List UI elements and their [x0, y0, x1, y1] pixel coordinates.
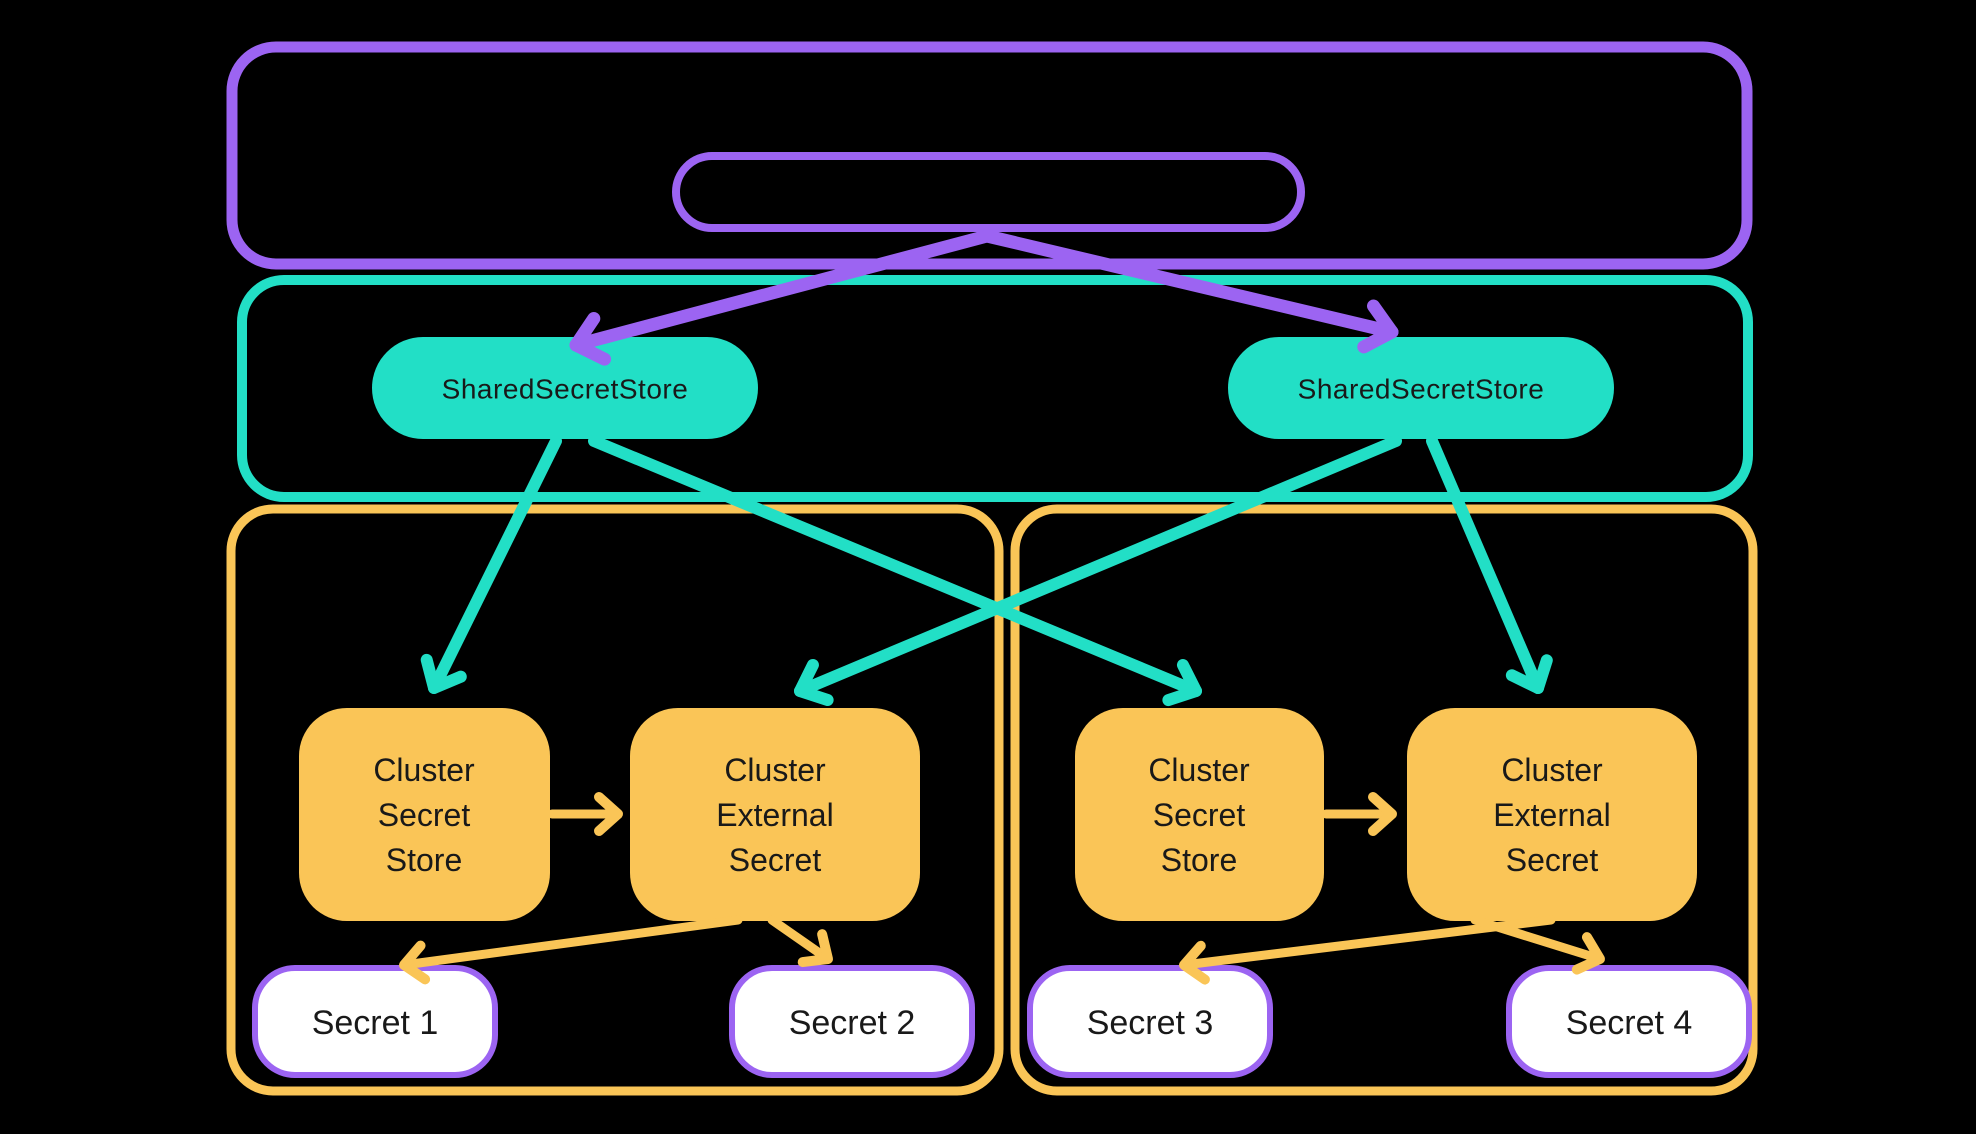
ces-right-label-line2: External [1493, 797, 1610, 833]
cluster-box-left [226, 504, 1004, 1096]
secret-pills [252, 965, 1752, 1078]
css-left-label-line2: Secret [378, 797, 471, 833]
secret-1-label: Secret 1 [312, 1004, 439, 1042]
cluster-nodes [299, 708, 1697, 921]
arrow-control-to-sss-left [569, 229, 994, 366]
control-plane-layer [226, 41, 1753, 270]
css-right-label-line1: Cluster [1148, 752, 1250, 788]
arrow-sss-left-to-css-right [588, 435, 1202, 707]
cluster-secret-store-left-box [299, 708, 550, 921]
secret-pill-4 [1506, 965, 1752, 1078]
ces-left-label-line2: External [716, 797, 833, 833]
shared-secret-store-left-label: SharedSecretStore [442, 374, 689, 405]
ces-right-label-line3: Secret [1506, 842, 1599, 878]
control-plane-box [226, 41, 1753, 270]
control-plane-pill [672, 152, 1305, 232]
arrow-sss-left-to-css-left [420, 435, 562, 694]
shared-secret-store-right-label: SharedSecretStore [1298, 374, 1545, 405]
shared-secret-store-right-pill [1228, 337, 1614, 439]
shared-secret-stores [372, 337, 1614, 439]
cluster-secret-store-right-box [1075, 708, 1324, 921]
ces-left-label-line1: Cluster [724, 752, 826, 788]
cluster-box-right [1010, 504, 1758, 1096]
css-left-label-line1: Cluster [373, 752, 475, 788]
labels: SharedSecretStore SharedSecretStore Clus… [312, 374, 1693, 1043]
cluster-containers [226, 504, 1758, 1096]
shared-secret-store-left-pill [372, 337, 758, 439]
css-right-label-line3: Store [1161, 842, 1237, 878]
secret-pill-3 [1027, 965, 1273, 1078]
purple-arrows [569, 229, 1399, 366]
css-right-label-line2: Secret [1153, 797, 1246, 833]
secret-3-label: Secret 3 [1087, 1004, 1214, 1042]
arrow-ces-right-to-secret-4 [1470, 915, 1605, 975]
secret-pill-1 [252, 965, 498, 1078]
cluster-external-secret-left-box [630, 708, 920, 921]
ces-right-label-line1: Cluster [1501, 752, 1603, 788]
arrow-ces-left-to-secret-2 [767, 915, 833, 968]
secret-4-label: Secret 4 [1566, 1004, 1693, 1042]
arrow-control-to-sss-right [980, 229, 1399, 354]
arrow-sss-right-to-ces-left [794, 435, 1402, 707]
store-layer [237, 275, 1753, 502]
ces-left-label-line3: Secret [729, 842, 822, 878]
secret-2-label: Secret 2 [789, 1004, 916, 1042]
yellow-arrows [399, 792, 1605, 985]
arrow-ces-left-to-secret-1 [399, 915, 743, 985]
store-layer-box [237, 275, 1753, 502]
cluster-external-secret-right-box [1407, 708, 1697, 921]
teal-arrows [420, 435, 1553, 707]
secret-pill-2 [729, 965, 975, 1078]
css-left-label-line3: Store [386, 842, 462, 878]
arrow-sss-right-to-ces-right [1426, 435, 1553, 694]
